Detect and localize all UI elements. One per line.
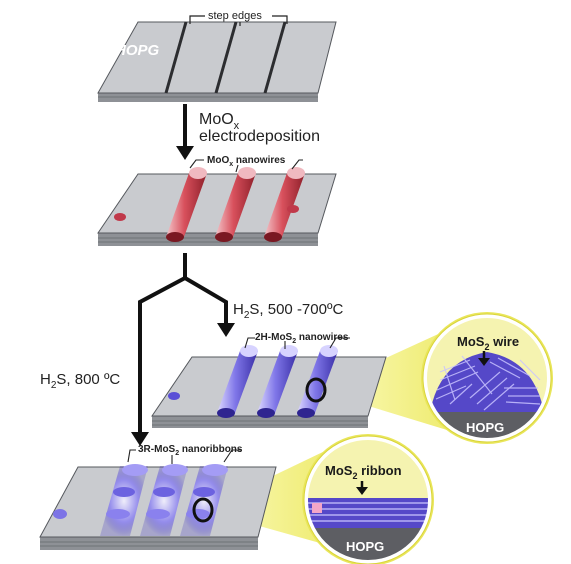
- mos2-nanowire: [217, 345, 258, 418]
- zoom-mos2-ribbon-title: MoS2 ribbon: [325, 463, 402, 481]
- 2h-mos2-nanowires-label: 2H-MoS2 nanowires: [255, 332, 349, 345]
- zoom-cone: [316, 330, 447, 430]
- stage-hopg: HOPG step edges: [97, 10, 337, 102]
- electrodeposition-label: electrodeposition: [199, 128, 320, 145]
- moox-reagent-label: MoOx: [199, 111, 240, 132]
- zoom-focus-ring: [305, 377, 327, 403]
- mos2-nanoribbon: [140, 464, 188, 536]
- step-edge-line: [214, 21, 238, 94]
- ribbon-edge-marker: [312, 503, 322, 513]
- moox-particle: [287, 205, 299, 213]
- mos2-nanoribbon: [180, 464, 228, 536]
- hopg-label: HOPG: [115, 42, 160, 59]
- moox-nanowire: [215, 167, 256, 242]
- stage-3r-mos2-nanoribbons: 3R-MoS2 nanoribbons MoS2 ribbon: [39, 434, 434, 564]
- mos2-particle: [168, 392, 180, 400]
- zoom-focus-ring: [192, 497, 214, 523]
- step-edges-callout: [189, 15, 288, 26]
- moox-substrate-side: [98, 233, 318, 246]
- arrow-head-left: [131, 432, 149, 446]
- moox-nanowire: [166, 167, 207, 242]
- mos2-callout-leaders: [244, 337, 350, 349]
- zoom-hopg-label: HOPG: [346, 539, 384, 554]
- step-edge-line: [164, 21, 188, 94]
- arrow-down-1: [176, 104, 194, 160]
- moox-nanowire: [264, 167, 305, 242]
- branch-arrows: [138, 253, 228, 435]
- mos2-nanowire: [297, 345, 338, 418]
- right-branch-condition: H2S, 500 -700ºC: [233, 301, 343, 321]
- moox-nanowires-label: MoOx nanowires: [207, 155, 286, 168]
- mos2-wire-zoom-inset: MoS2 wire HOPG: [421, 312, 553, 444]
- moox-particle: [114, 213, 126, 221]
- zoom-down-arrow: [356, 481, 368, 495]
- mos2-nanoribbon: [100, 464, 148, 536]
- step-edges-label: step edges: [208, 10, 262, 22]
- zoom-mos2-wire-title: MoS2 wire: [457, 334, 519, 352]
- moox-callout-leaders: [189, 159, 303, 173]
- mos2-wire-substrate-side: [152, 416, 368, 428]
- hopg-substrate-top: [97, 21, 337, 94]
- 3r-mos2-nanoribbons-label: 3R-MoS2 nanoribbons: [138, 444, 243, 457]
- mos2-ribbon-zoom-inset: MoS2 ribbon HOPG: [302, 434, 434, 564]
- ribbon-particle: [53, 509, 67, 519]
- zoom-down-arrow: [478, 351, 490, 366]
- arrow-head-right: [217, 323, 235, 337]
- stage-2h-mos2-nanowires: 2H-MoS2 nanowires: [151, 312, 553, 444]
- ribbon-substrate-side: [40, 537, 258, 550]
- step-edge-line: [263, 21, 287, 94]
- zoom-hopg-label: HOPG: [466, 420, 504, 435]
- stage-moox-nanowires: MoOx nanowires: [97, 155, 337, 246]
- ribbon-callout-leaders: [127, 449, 242, 464]
- left-branch-condition: H2S, 800 ºC: [40, 371, 120, 391]
